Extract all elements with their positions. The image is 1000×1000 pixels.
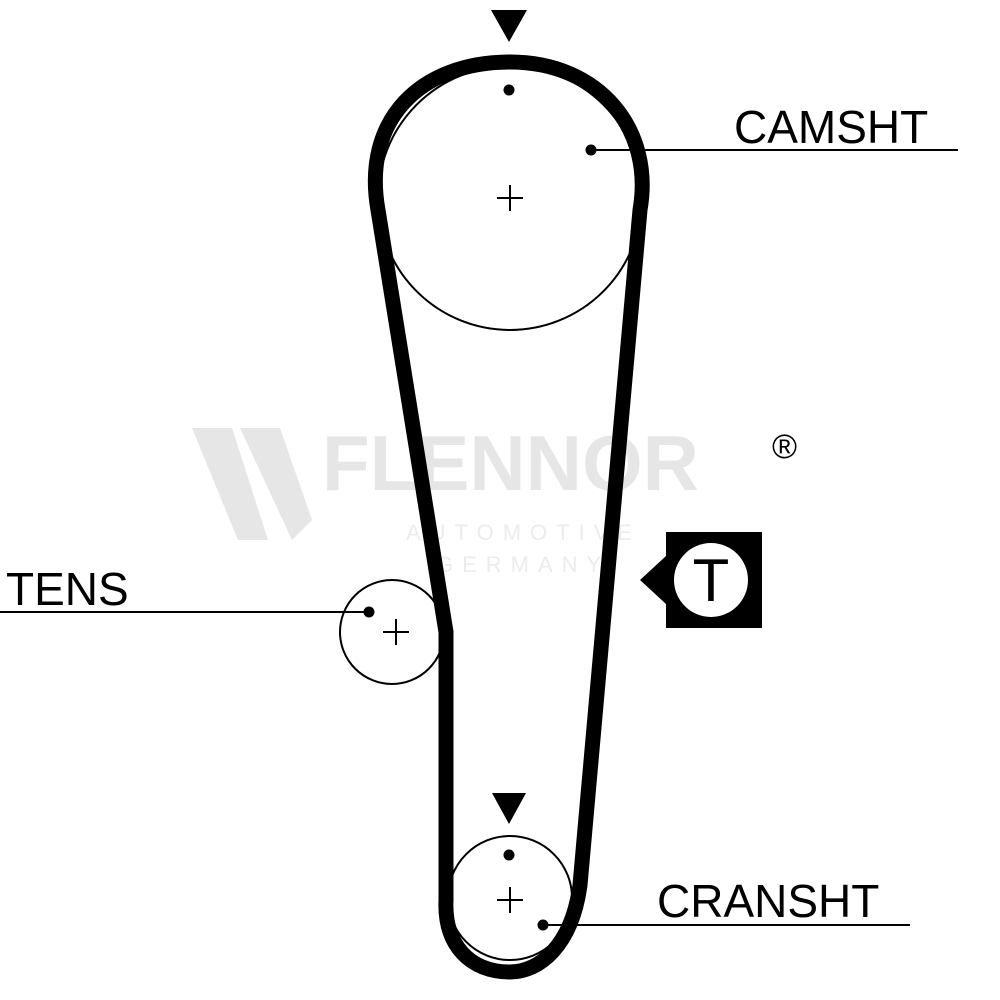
watermark-registered: ® [772, 428, 797, 466]
crankshaft-center-icon [497, 887, 523, 913]
crankshaft-timing-dot [503, 849, 515, 861]
camshaft-center-icon [497, 185, 523, 211]
tension-badge-letter: T [693, 547, 730, 614]
tensioner-center-icon [383, 619, 409, 645]
camshaft-timing-mark-icon [491, 10, 527, 42]
camshaft-timing-dot [503, 84, 515, 96]
watermark-line1: AUTOMOTIVE [406, 520, 641, 545]
timing-belt [367, 54, 650, 980]
watermark-logo-icon [192, 428, 312, 540]
crankshaft-label: CRANSHT [657, 875, 879, 927]
watermark-brand: FLENNOR [322, 419, 699, 507]
crankshaft-timing-mark-icon [492, 793, 526, 824]
tension-badge-ring [674, 543, 748, 617]
camshaft-label: CAMSHT [734, 101, 928, 153]
tensioner-label: TENS [6, 563, 129, 615]
watermark: FLENNOR ® AUTOMOTIVE GERMANY [192, 419, 797, 577]
watermark-line2: GERMANY [436, 552, 610, 577]
tension-badge: T [640, 532, 762, 628]
